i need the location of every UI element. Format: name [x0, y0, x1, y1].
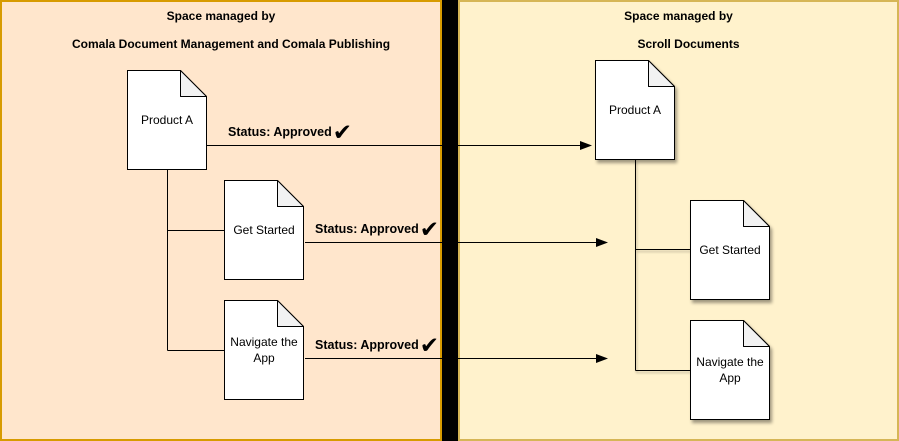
- document-fold: [743, 200, 770, 227]
- status-text: Status: Approved: [315, 338, 419, 352]
- space-divider-bar: [442, 0, 458, 441]
- document-fold: [648, 60, 675, 87]
- document-fold: [743, 320, 770, 347]
- status-label-product-a: Status: Approved✔: [228, 122, 352, 145]
- right-doc-product-a: Product A: [595, 60, 675, 160]
- document-label: Get Started: [233, 223, 295, 237]
- left-panel-title: Space managed by Comala Document Managem…: [2, 9, 440, 65]
- left-space-panel: Space managed by Comala Document Managem…: [0, 0, 442, 441]
- right-panel-title-line1: Space managed by: [624, 9, 733, 23]
- right-space-panel: Space managed by Scroll Documents: [458, 0, 899, 441]
- document-icon: [224, 300, 304, 400]
- checkmark-icon: ✔: [419, 333, 439, 359]
- status-text: Status: Approved: [228, 125, 332, 139]
- right-doc-get-started: Get Started: [690, 200, 770, 300]
- left-doc-navigate-the-app: Navigate the App: [224, 300, 304, 400]
- document-icon: [595, 60, 675, 160]
- document-icon: [224, 180, 304, 280]
- document-fold: [277, 300, 304, 327]
- left-doc-get-started: Get Started: [224, 180, 304, 280]
- right-panel-title: Space managed by Scroll Documents: [460, 9, 897, 65]
- checkmark-icon: ✔: [419, 217, 439, 243]
- status-label-navigate-the-app: Status: Approved✔: [315, 335, 439, 358]
- document-label: Navigate the App: [230, 335, 298, 365]
- left-panel-title-line2: Comala Document Management and Comala Pu…: [71, 37, 391, 51]
- right-panel-title-line2: Scroll Documents: [637, 37, 740, 51]
- document-icon: [690, 320, 770, 420]
- document-fold: [180, 70, 207, 97]
- document-label: Product A: [140, 113, 194, 127]
- document-label: Navigate the App: [696, 355, 764, 385]
- document-label: Product A: [608, 103, 662, 117]
- status-label-get-started: Status: Approved✔: [315, 219, 439, 242]
- document-icon: [127, 70, 207, 170]
- left-doc-product-a: Product A: [127, 70, 207, 170]
- left-panel-title-line1: Space managed by: [166, 9, 276, 23]
- document-icon: [690, 200, 770, 300]
- document-fold: [277, 180, 304, 207]
- document-label: Get Started: [699, 243, 761, 257]
- right-doc-navigate-the-app: Navigate the App: [690, 320, 770, 420]
- checkmark-icon: ✔: [332, 120, 352, 146]
- status-text: Status: Approved: [315, 222, 419, 236]
